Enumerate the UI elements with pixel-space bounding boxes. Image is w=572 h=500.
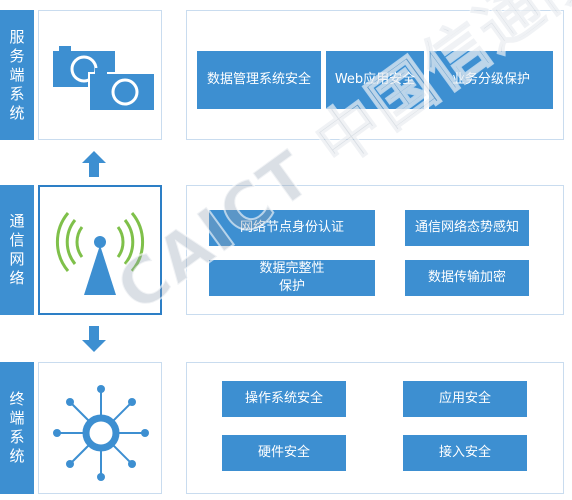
tile-data-management-security: 数据管理系统安全 (197, 51, 321, 109)
icon-panel-network (38, 185, 162, 315)
icon-panel-terminal (38, 362, 162, 494)
tile-data-transmission-encryption: 数据传输加密 (405, 260, 529, 296)
row-label-network-text: 通信网络 (9, 212, 25, 287)
antenna-icon (55, 212, 145, 295)
tile-web-app-security: Web应用安全 (326, 51, 424, 109)
tile-network-situation-awareness: 通信网络态势感知 (405, 210, 529, 246)
camera-icon (53, 46, 156, 112)
tile-business-grading-protection: 业务分级保护 (429, 51, 553, 109)
tile-access-security: 接入安全 (403, 435, 527, 471)
row-label-server-text: 服务端系统 (9, 27, 25, 122)
content-panel-network: 网络节点身份认证 通信网络态势感知 数据完整性 保护 数据传输加密 (186, 185, 564, 315)
tile-app-security: 应用安全 (403, 381, 527, 417)
arrow-down-icon (82, 326, 106, 352)
content-panel-server: 数据管理系统安全 Web应用安全 业务分级保护 (186, 10, 564, 140)
arrow-up-icon (82, 151, 106, 177)
row-label-server: 服务端系统 (0, 10, 34, 140)
row-label-terminal-text: 终端系统 (9, 390, 25, 465)
row-label-network: 通信网络 (0, 185, 34, 315)
row-label-terminal: 终端系统 (0, 362, 34, 494)
content-panel-terminal: 操作系统安全 应用安全 硬件安全 接入安全 (186, 362, 564, 494)
tile-node-identity-auth: 网络节点身份认证 (209, 210, 375, 246)
tile-os-security: 操作系统安全 (222, 381, 346, 417)
tile-data-integrity-protection: 数据完整性 保护 (209, 260, 375, 296)
icon-panel-server (38, 10, 162, 140)
hub-node-icon (53, 385, 149, 481)
tile-hardware-security: 硬件安全 (222, 435, 346, 471)
